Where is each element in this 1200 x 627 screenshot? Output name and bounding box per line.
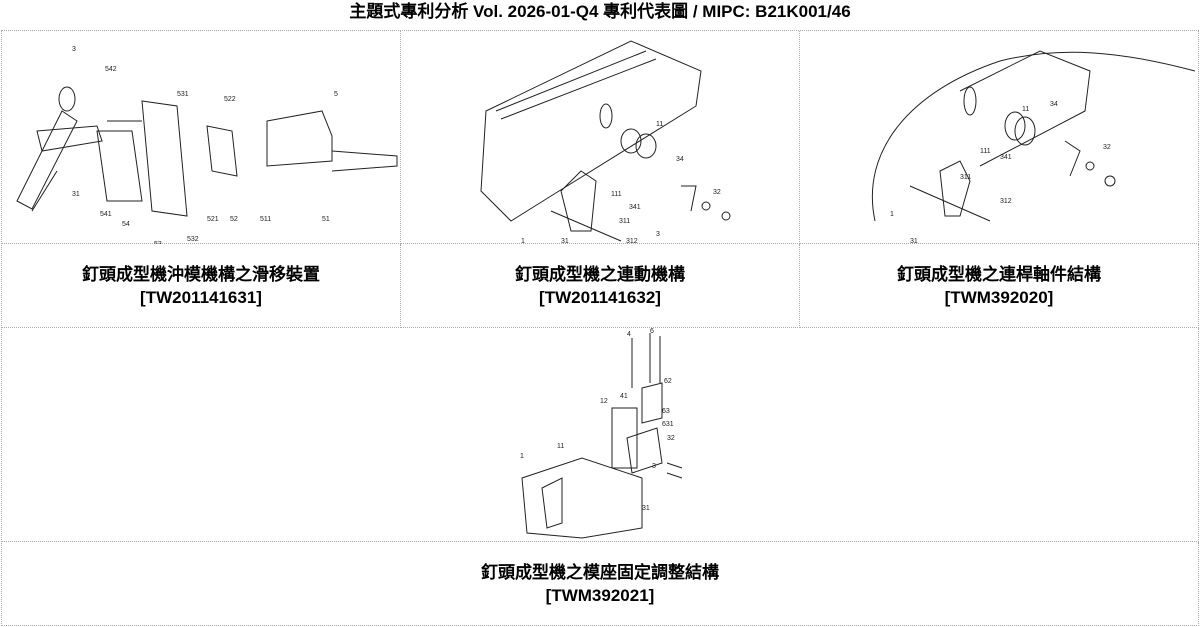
svg-text:11: 11 [557,443,564,450]
svg-text:3: 3 [652,463,656,470]
svg-text:12: 12 [600,398,608,405]
svg-text:341: 341 [1000,154,1012,161]
svg-text:341: 341 [629,204,641,211]
svg-text:34: 34 [1050,101,1058,108]
svg-text:41: 41 [620,393,628,400]
patent-number: [TWM392020] [944,287,1054,307]
patent-title: 釘頭成型機之連桿軸件結構 [897,264,1101,284]
svg-text:1: 1 [520,453,524,460]
svg-text:32: 32 [667,435,675,442]
svg-text:3: 3 [72,46,76,53]
patent-drawing-2: 11 34 111 341 32 311 312 1 31 3 [401,31,800,244]
patent-title: 釘頭成型機之連動機構 [515,264,685,284]
svg-text:32: 32 [713,189,721,196]
patent-title: 釘頭成型機之模座固定調整結構 [481,562,719,582]
drawing-link-shaft: 11 34 111 341 32 311 312 1 31 [871,50,1196,244]
svg-text:54: 54 [122,221,130,228]
page-title: 主題式專利分析 Vol. 2026-01-Q4 專利代表圖 / MIPC: B2… [349,2,851,21]
svg-text:312: 312 [626,238,638,244]
svg-text:111: 111 [611,191,622,198]
svg-text:511: 511 [260,216,271,223]
svg-text:531: 531 [177,91,189,98]
patent-number: [TW201141631] [140,287,262,307]
patent-caption-1: 釘頭成型機沖模機構之滑移裝置 [TW201141631] [2,244,401,328]
svg-text:4: 4 [627,331,631,338]
svg-text:62: 62 [664,378,672,385]
svg-text:3: 3 [656,231,660,238]
svg-text:542: 542 [105,66,117,73]
patent-number: [TWM392021] [545,585,655,605]
svg-text:51: 51 [322,216,330,223]
svg-text:532: 532 [187,236,199,243]
svg-text:631: 631 [662,421,674,428]
svg-text:34: 34 [676,156,684,163]
svg-text:522: 522 [224,96,236,103]
patent-drawing-1: 3 542 531 522 5 31 541 54 53 532 521 52 511 51 [2,31,401,244]
patent-drawing-3: 11 34 111 341 32 311 312 1 31 [800,31,1199,244]
drawing-linkage-mechanism: 11 34 111 341 32 311 312 1 31 3 [480,40,731,244]
svg-text:1: 1 [521,238,525,244]
svg-text:31: 31 [561,238,569,244]
svg-text:32: 32 [1103,144,1111,151]
svg-text:31: 31 [72,191,80,198]
drawing-sliding-device: 3 542 531 522 5 31 541 54 53 532 521 52 511 51 [16,46,398,244]
svg-text:63: 63 [662,408,670,415]
svg-text:541: 541 [100,211,112,218]
svg-text:31: 31 [910,238,918,244]
patent-caption-2: 釘頭成型機之連動機構 [TW201141632] [401,244,800,328]
svg-text:521: 521 [207,216,219,223]
svg-text:31: 31 [642,505,650,512]
svg-text:311: 311 [960,174,971,181]
patent-title: 釘頭成型機沖模機構之滑移裝置 [82,264,320,284]
svg-text:111: 111 [980,148,991,155]
svg-text:1: 1 [890,211,894,218]
svg-text:52: 52 [230,216,238,223]
svg-text:6: 6 [650,328,654,335]
svg-text:11: 11 [1022,106,1029,113]
patent-caption-4: 釘頭成型機之模座固定調整結構 [TWM392021] [2,542,1199,626]
svg-text:5: 5 [334,91,338,98]
patent-caption-3: 釘頭成型機之連桿軸件結構 [TWM392020] [800,244,1199,328]
svg-text:11: 11 [656,121,663,128]
patent-number: [TW201141632] [539,287,661,307]
svg-text:53: 53 [154,241,162,244]
svg-text:312: 312 [1000,198,1012,205]
svg-text:311: 311 [619,218,630,225]
